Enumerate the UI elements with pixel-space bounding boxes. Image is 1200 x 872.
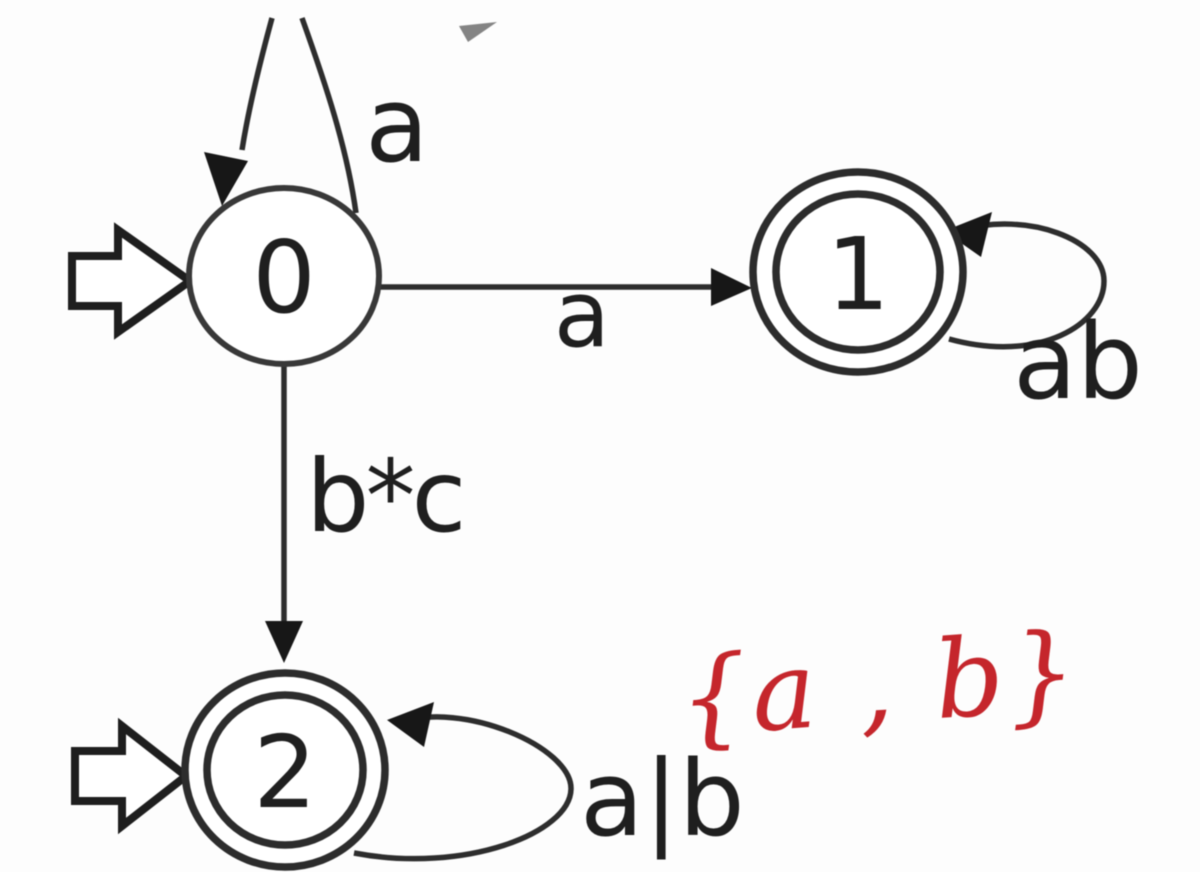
transition-0-2-label: b*c xyxy=(306,438,462,555)
state-2-inner-circle xyxy=(203,691,367,849)
self-loop-1-curve xyxy=(948,221,1107,350)
state-2-label: 2 xyxy=(253,714,317,831)
transition-0-self-loop-label: a xyxy=(365,64,429,186)
self-loop-0-arrowhead-icon xyxy=(204,152,248,206)
state-0-circle xyxy=(186,185,382,367)
transition-1-self-loop: ab xyxy=(944,212,1143,423)
self-loop-2-arrowhead-icon xyxy=(387,702,434,747)
self-loop-1-arrowhead-icon xyxy=(944,212,992,257)
state-1-inner-circle xyxy=(772,190,944,354)
transition-1-self-loop-label: ab xyxy=(1013,301,1143,423)
transition-0-to-2: b*c xyxy=(265,364,466,663)
transition-2-self-loop: a|b xyxy=(353,702,745,862)
state-2-start-arrow-icon xyxy=(71,717,193,835)
self-loop-2-curve xyxy=(353,714,574,862)
transition-0-1-label: a xyxy=(554,261,610,368)
self-loop-0-left-line xyxy=(239,17,275,151)
transition-0-2-arrowhead-icon xyxy=(265,621,303,663)
transition-0-1-arrowhead-icon xyxy=(711,268,752,306)
transition-2-self-loop-label: a|b xyxy=(580,738,745,860)
state-0: 0 xyxy=(186,185,382,367)
state-1: 1 xyxy=(749,168,967,376)
transition-0-self-loop: a xyxy=(204,17,429,214)
state-2: 2 xyxy=(181,669,389,871)
self-loop-0-right-line xyxy=(299,17,359,214)
transition-0-to-1: a xyxy=(379,261,752,368)
state-1-label: 1 xyxy=(826,216,890,333)
handwritten-annotation: {a , b} xyxy=(675,609,1085,762)
state-0-start-arrow-icon xyxy=(68,222,197,340)
stray-mark xyxy=(459,22,497,42)
state-0-label: 0 xyxy=(252,219,316,336)
